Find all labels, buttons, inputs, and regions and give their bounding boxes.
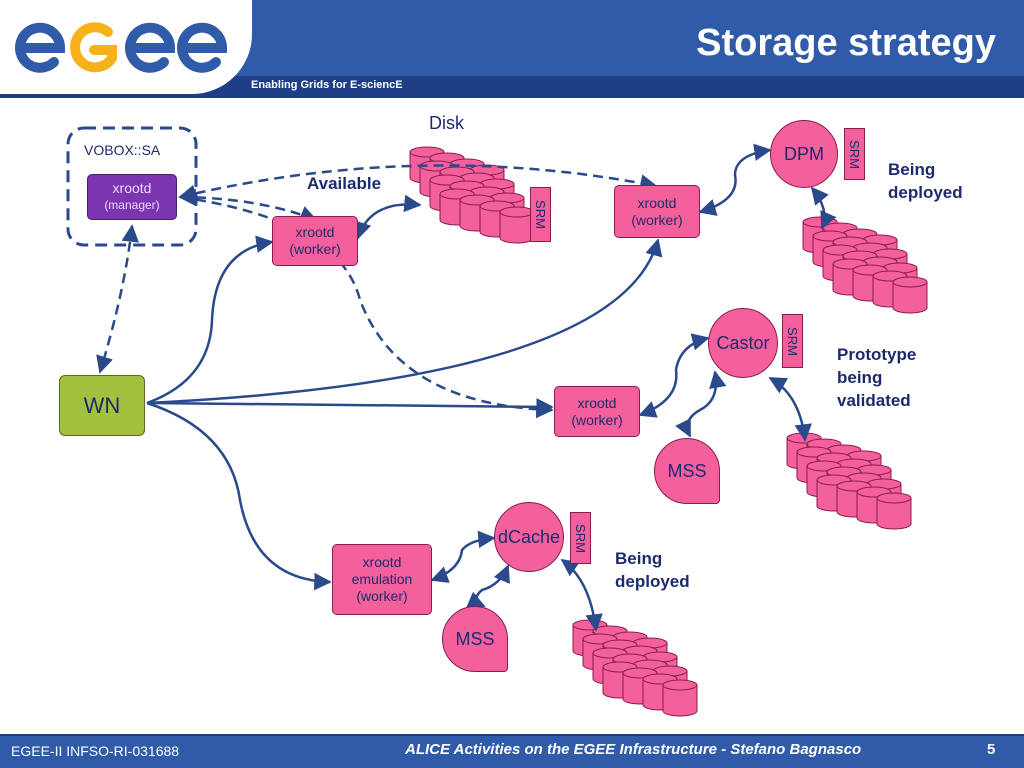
footer-presentation-title: ALICE Activities on the EGEE Infrastruct… xyxy=(405,741,862,758)
xrootd-worker-b: xrootd (worker) xyxy=(614,185,700,238)
disk-cylinder xyxy=(662,679,698,717)
status-dpm: Being deployed xyxy=(888,160,963,202)
emulation-line3: (worker) xyxy=(356,588,408,604)
link-worker-a-disk xyxy=(354,194,422,240)
footer-line xyxy=(0,734,1024,736)
disk-array-dpm xyxy=(802,216,928,314)
manager-line2: (manager) xyxy=(104,198,160,212)
tagline: Enabling Grids for E-sciencE xyxy=(251,79,403,91)
status-dcache: Being deployed xyxy=(615,549,690,591)
worker-c-line1: xrootd xyxy=(577,394,617,411)
mss-node-castor: MSS xyxy=(654,438,720,504)
available-label: Available xyxy=(307,174,382,193)
srm-badge-castor: SRM xyxy=(782,314,803,368)
header-strip xyxy=(0,76,1024,98)
link-wn-worker-a xyxy=(146,235,274,405)
disk-cylinder xyxy=(876,492,912,530)
xrootd-emulation-worker: xrootd emulation (worker) xyxy=(332,544,432,615)
page-title: Storage strategy xyxy=(696,22,996,64)
srm-badge-dcache: SRM xyxy=(570,512,591,564)
emulation-line1: xrootd xyxy=(362,554,402,570)
srm-badge-disk: SRM xyxy=(530,187,551,242)
egee-logo xyxy=(15,22,228,73)
disk-array-castor xyxy=(786,432,912,530)
worker-b-line1: xrootd xyxy=(637,194,677,211)
disk-array-dcache xyxy=(572,619,698,717)
worker-a-line1: xrootd xyxy=(295,224,335,240)
link-wn-worker-c xyxy=(146,398,554,416)
link-dcache-mss xyxy=(466,564,510,608)
logo-panel xyxy=(0,0,252,94)
vobox-label: VOBOX::SA xyxy=(84,142,161,158)
worker-c-line2: (worker) xyxy=(571,411,623,428)
link-castor-mss xyxy=(675,370,727,438)
xrootd-worker-c: xrootd (worker) xyxy=(554,386,640,437)
link-worker-b-dpm xyxy=(698,143,772,216)
link-manager-worker-c xyxy=(179,195,554,419)
link-emulation-dcache xyxy=(430,530,496,583)
dcache-node: dCache xyxy=(494,502,564,572)
footer-project-id: EGEE-II INFSO-RI-031688 xyxy=(11,743,180,759)
link-castor-disk xyxy=(768,376,812,442)
castor-node: Castor xyxy=(708,308,778,378)
header: Enabling Grids for E-sciencE Storage str… xyxy=(0,0,1024,98)
link-dcache-disk xyxy=(560,558,603,632)
mss-node-dcache: MSS xyxy=(442,606,508,672)
disk-cylinder xyxy=(499,206,535,244)
worker-b-line2: (worker) xyxy=(631,211,683,228)
status-castor: Prototype being validated xyxy=(837,345,917,410)
dpm-node: DPM xyxy=(770,120,838,188)
xrootd-worker-a: xrootd (worker) xyxy=(272,216,358,266)
srm-badge-dpm: SRM xyxy=(844,128,865,180)
disk-cylinder xyxy=(892,276,928,314)
link-wn-emulation xyxy=(146,401,332,591)
link-manager-wn xyxy=(96,224,139,374)
link-worker-c-castor xyxy=(638,333,710,418)
worker-a-line2: (worker) xyxy=(289,241,341,257)
link-manager-worker-b xyxy=(178,164,658,202)
link-wn-worker-b xyxy=(146,238,663,405)
xrootd-manager-node: xrootd (manager) xyxy=(87,174,177,220)
wn-node: WN xyxy=(59,375,145,436)
page-number: 5 xyxy=(987,741,996,758)
emulation-line2: emulation xyxy=(351,571,413,587)
footer-bar xyxy=(0,736,1024,768)
disk-label: Disk xyxy=(429,113,464,133)
manager-line1: xrootd xyxy=(112,180,152,196)
disk-array-main xyxy=(409,146,535,244)
link-dpm-disk xyxy=(810,186,837,230)
